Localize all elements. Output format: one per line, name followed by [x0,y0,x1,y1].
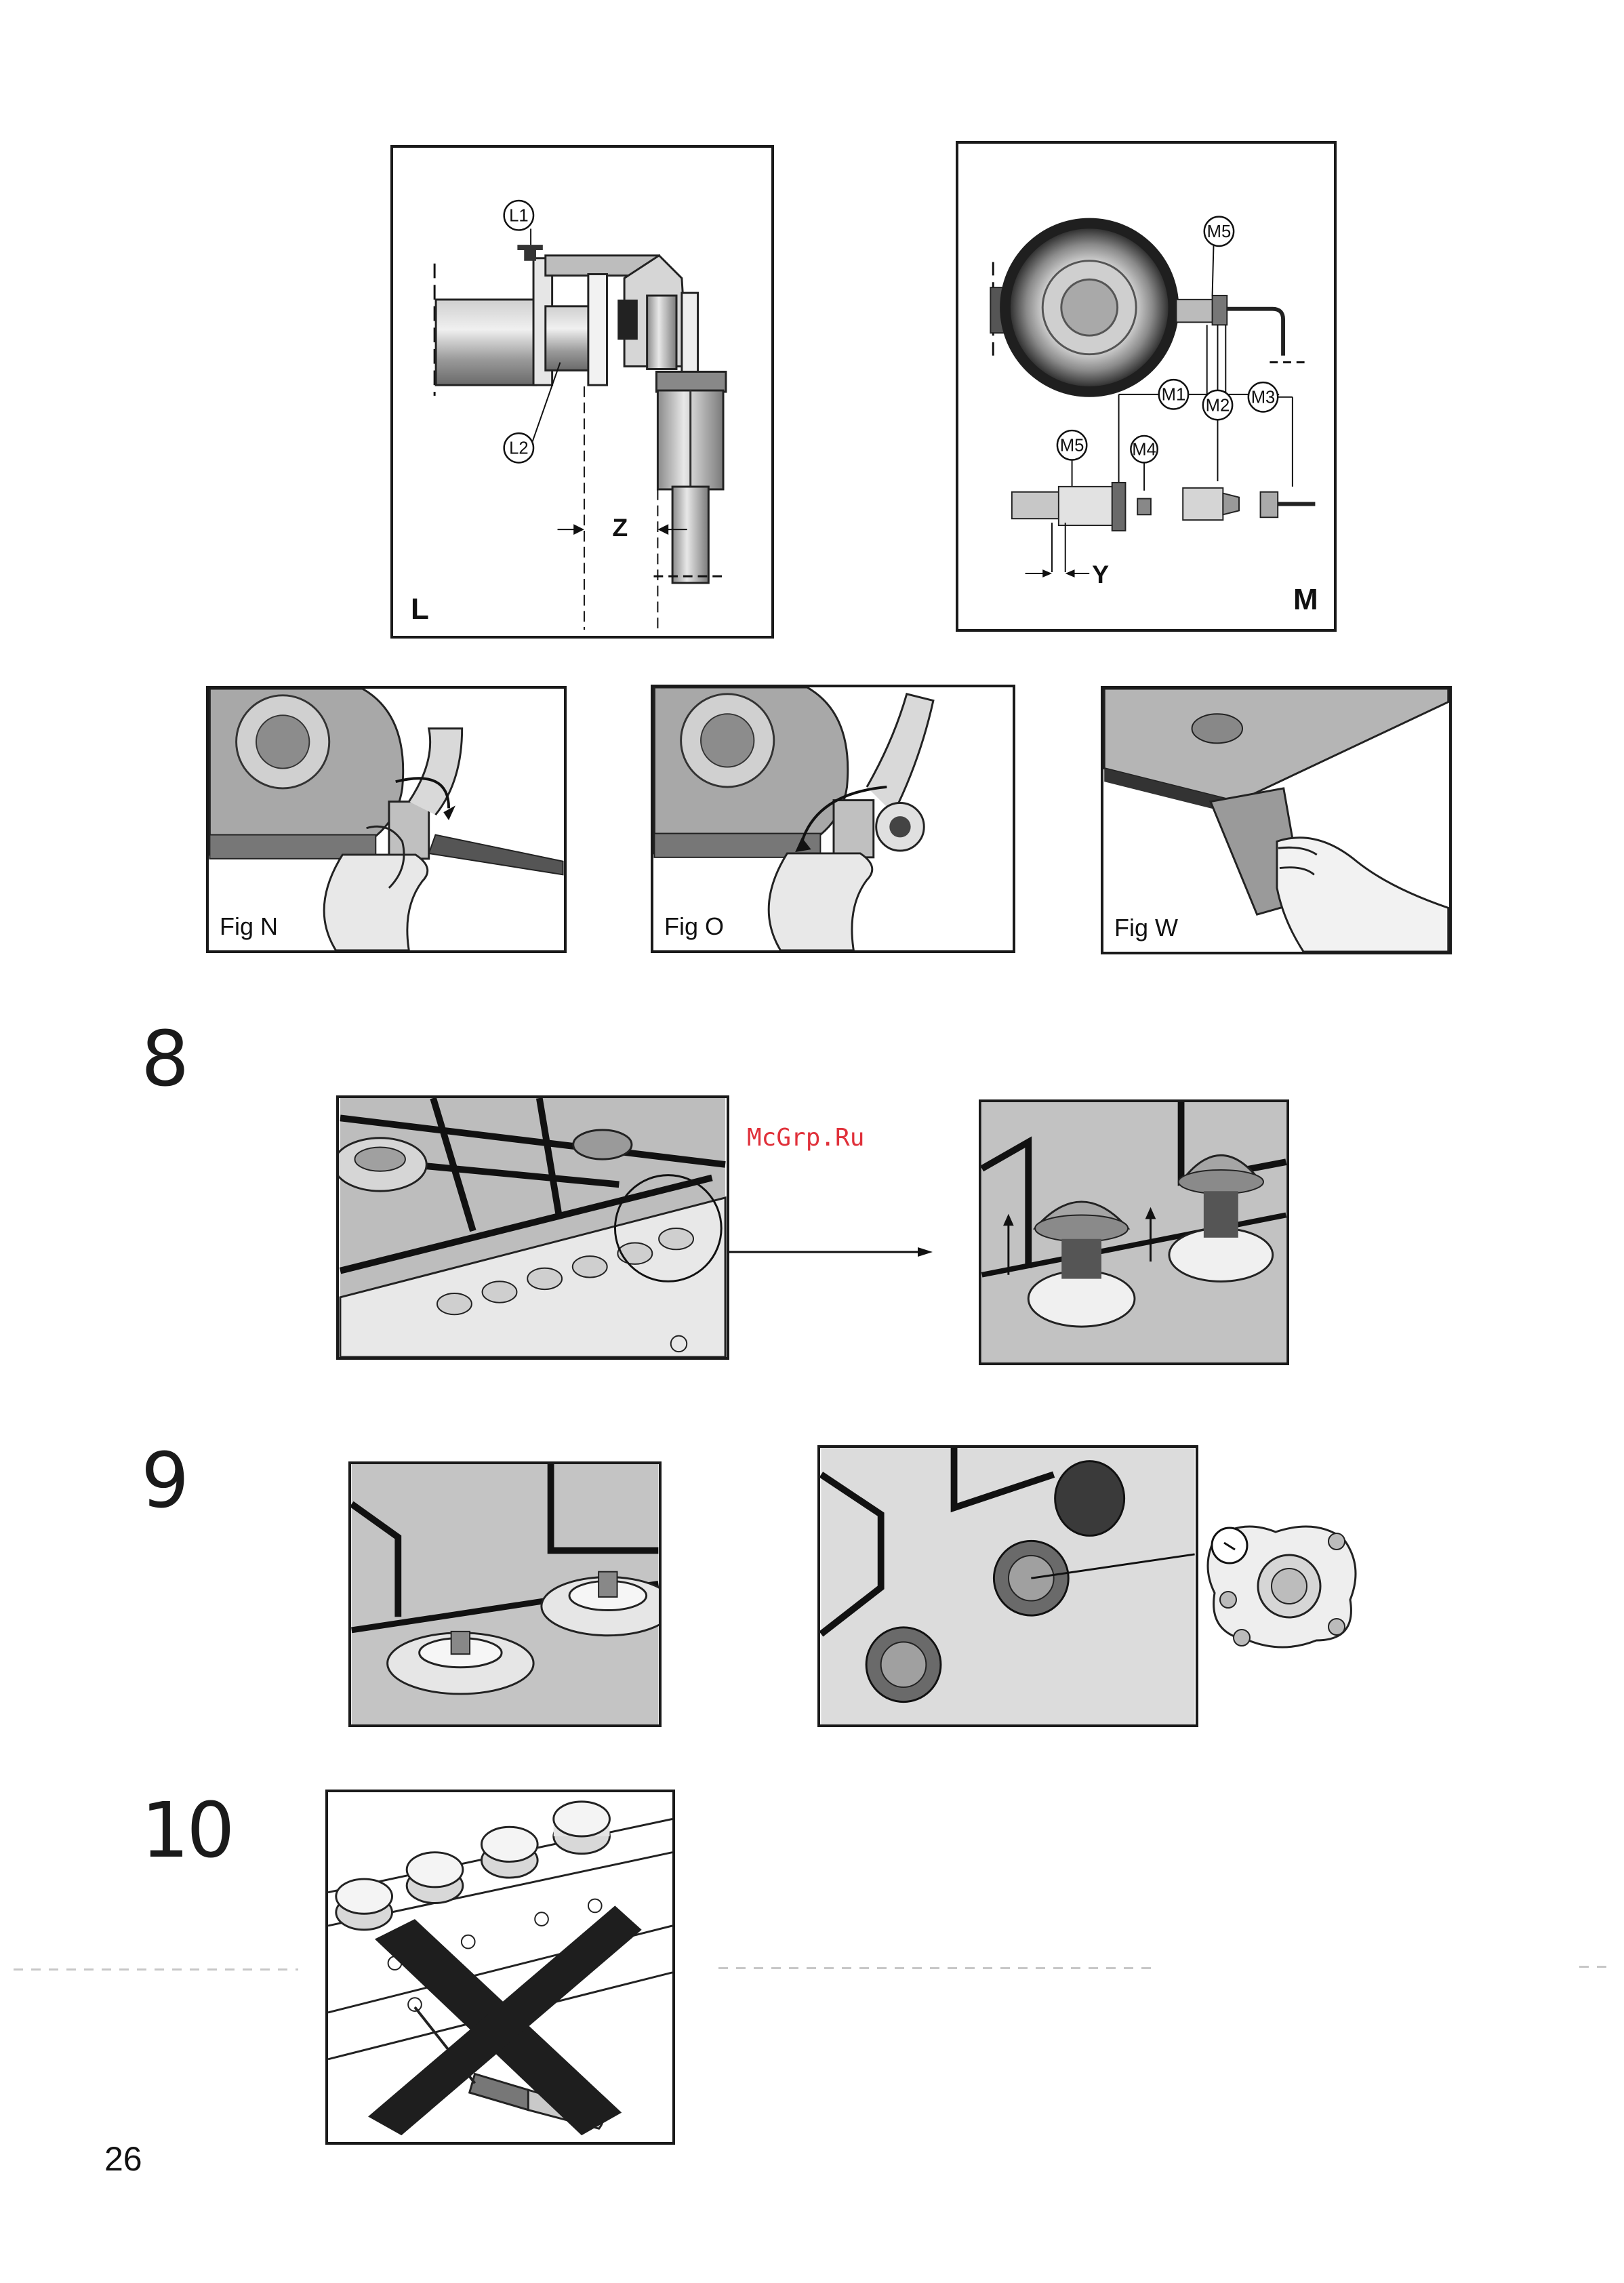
dimension-y: Y [1092,560,1109,588]
callout-m1: M1 [1162,386,1186,405]
callout-m5-bottom: M5 [1060,437,1084,456]
dimension-z: Z [612,513,628,542]
figure-10-prohibited [325,1790,675,2145]
figure-8-cooktop-drawing [339,1098,727,1357]
figure-o-caption: Fig O [662,912,727,941]
figure-9-valve-detail [1201,1512,1371,1654]
figure-9-knob-removed [817,1445,1198,1727]
figure-l-letter: L [411,592,429,626]
scan-line-right [718,1967,1152,1969]
figure-n-drawing [209,689,564,950]
figure-w-drawing [1103,689,1449,952]
figure-9-knob-removed-drawing [820,1448,1196,1724]
figure-8-detail [979,1099,1289,1365]
figure-l-drawing: L1 L2 Z [393,148,771,636]
figure-m: M5 M1 M2 M3 M5 M4 Y M [956,141,1337,632]
figure-o: Fig O [651,685,1015,953]
valve-detail-drawing [1201,1512,1371,1654]
callout-l2: L2 [509,439,529,458]
scan-line-left [14,1968,298,1971]
step-number-10: 10 [141,1787,232,1875]
figure-w-caption: Fig W [1112,914,1181,942]
figure-n-caption: Fig N [217,912,281,941]
figure-m-letter: M [1293,583,1318,617]
figure-9-burners-drawing [351,1464,659,1724]
callout-m2: M2 [1206,396,1230,415]
callout-m5-top: M5 [1207,222,1232,241]
figure-10-prohibited-drawing [328,1792,672,2142]
figure-o-drawing [653,687,1013,950]
arrow-right-icon [729,1247,933,1257]
callout-l1: L1 [509,207,529,226]
scan-line-edge [1579,1966,1606,1968]
figure-l: L1 L2 Z L [390,145,774,639]
figure-9-burners [348,1461,662,1727]
callout-m4: M4 [1132,441,1156,460]
step-number-8: 8 [141,1015,186,1104]
figure-8-detail-drawing [981,1102,1286,1362]
watermark: McGrp.Ru [747,1124,864,1152]
figure-n: Fig N [206,686,567,953]
figure-m-drawing: M5 M1 M2 M3 M5 M4 Y [958,144,1334,629]
callout-m3: M3 [1251,388,1276,407]
step-number-9: 9 [141,1437,186,1525]
figure-w: Fig W [1101,686,1452,954]
page-number: 26 [104,2139,142,2179]
figure-8-arrow [729,1247,933,1257]
figure-8-cooktop [336,1095,729,1360]
